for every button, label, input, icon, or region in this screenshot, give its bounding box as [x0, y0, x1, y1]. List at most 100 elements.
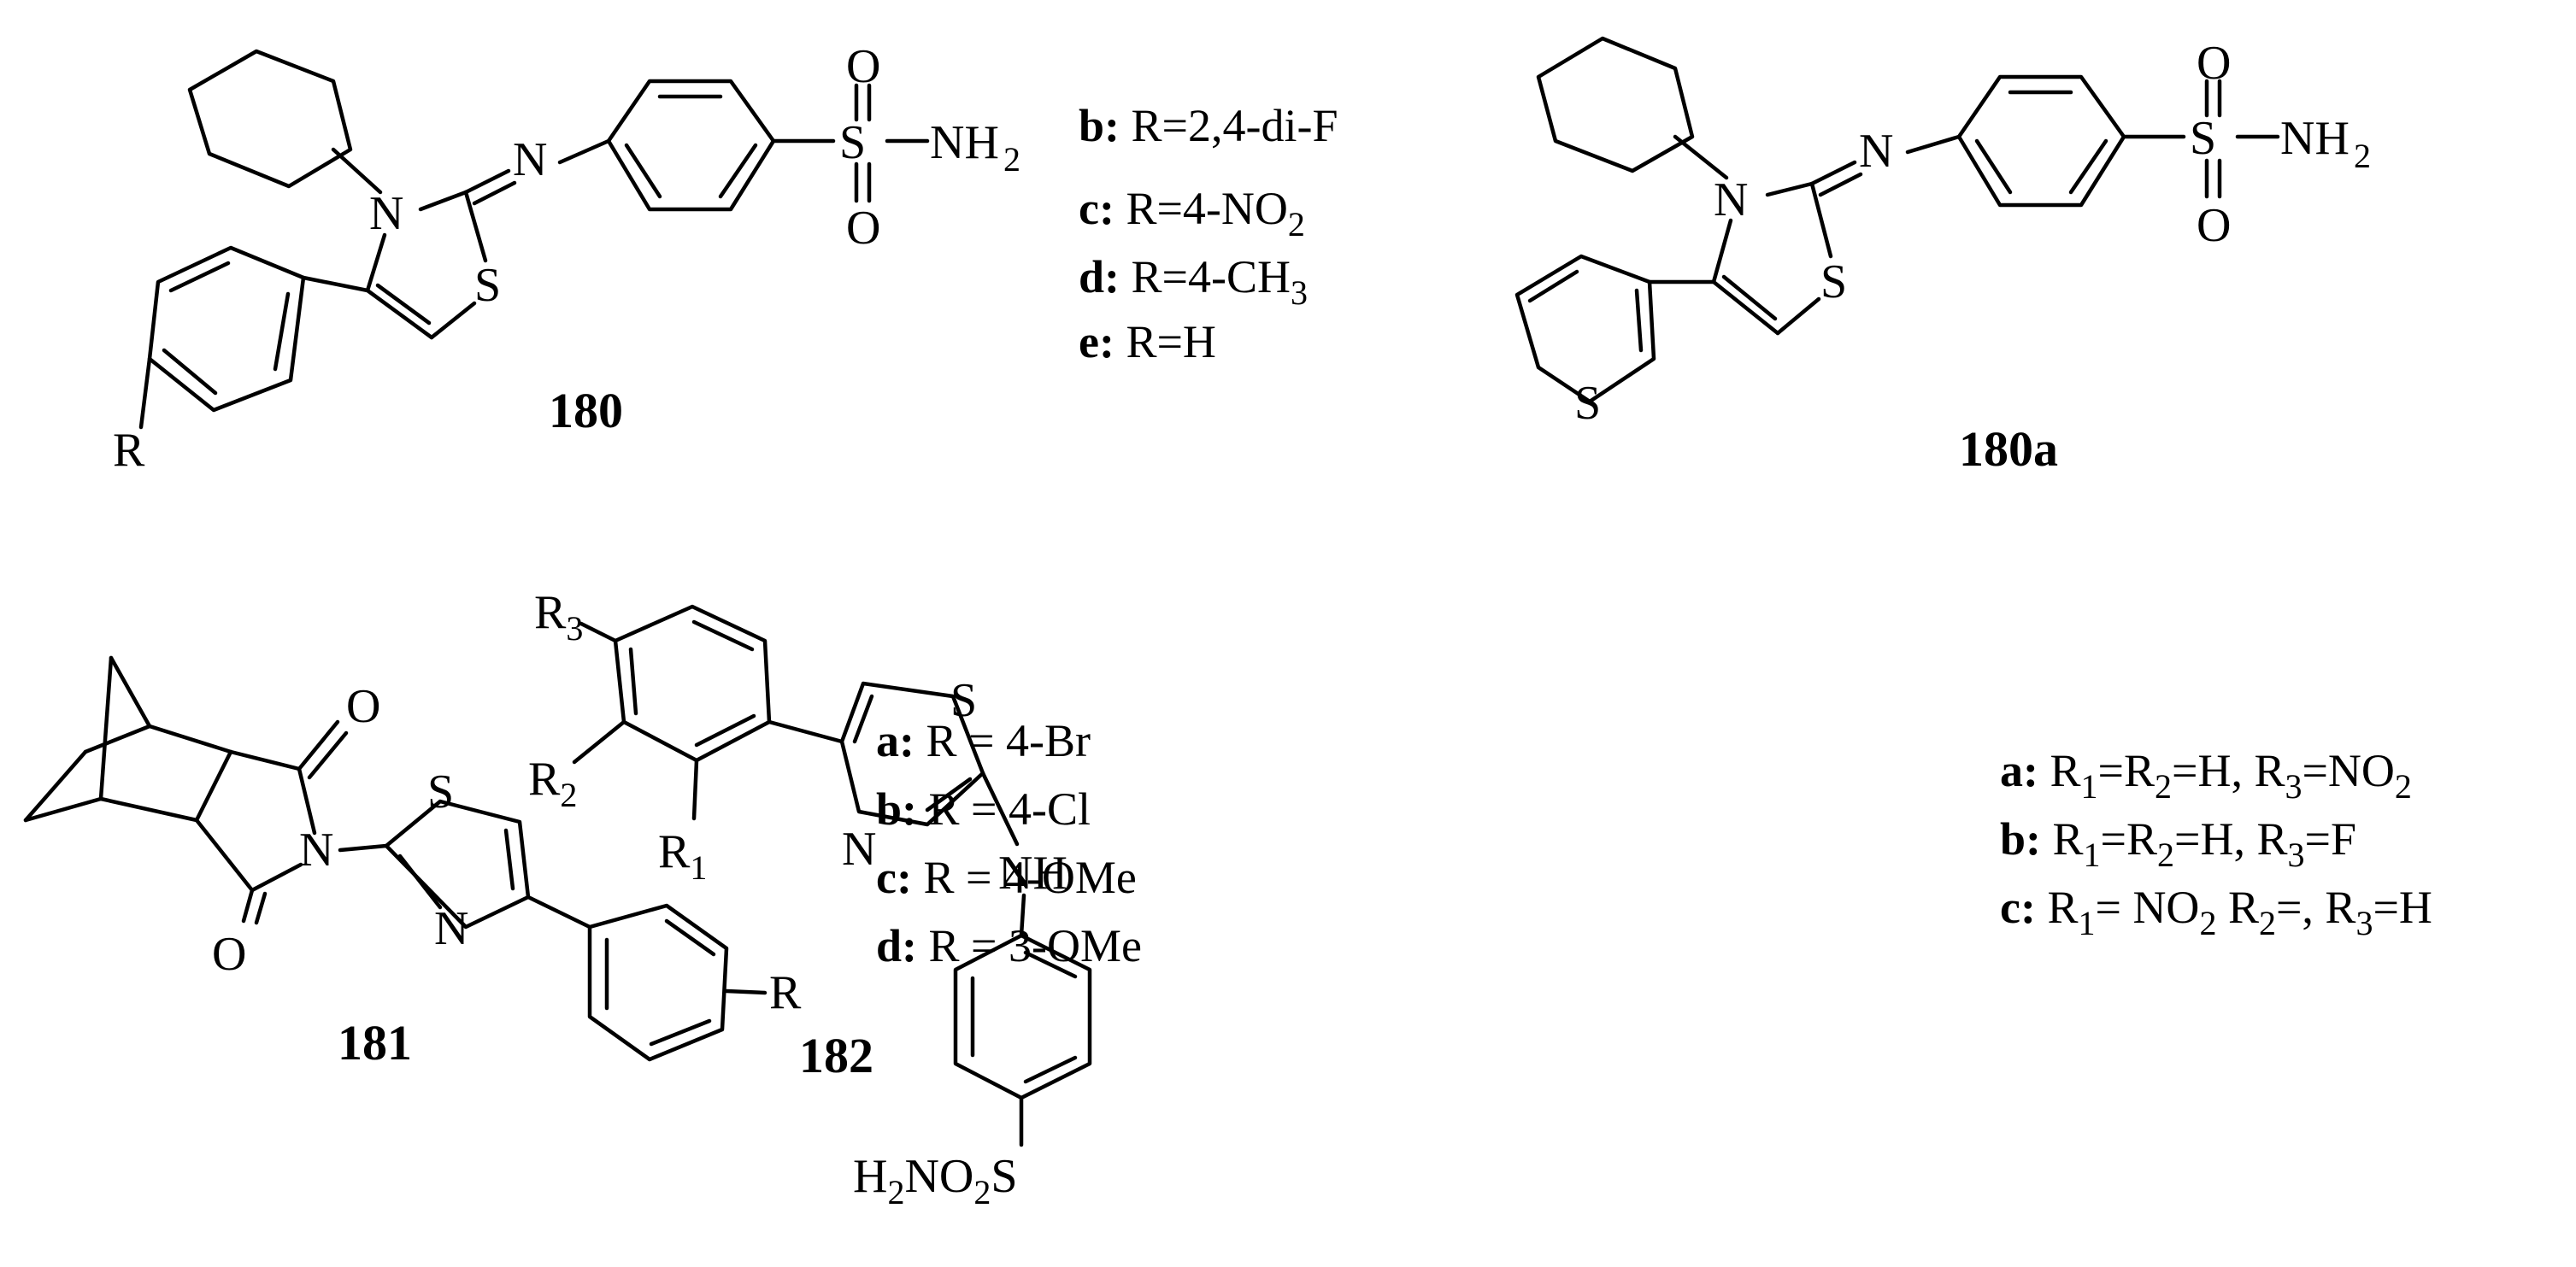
bond-imine-aryl: [557, 138, 611, 165]
bond-co1-o: [297, 719, 340, 771]
bond-nh-aryl: [1019, 893, 1026, 938]
aryl-inner-1: [168, 261, 231, 293]
bond-c4-n: [365, 232, 387, 293]
bond-co1-n: [297, 766, 317, 836]
bond-c2-s: [1809, 181, 1833, 259]
structure-181-atoms: O O N S N R: [212, 680, 802, 1019]
option-d: d: R=4-CH3: [1079, 251, 1308, 312]
bond-c-co1: [228, 749, 302, 771]
bond-co2-o-double: [254, 891, 268, 925]
bond-bridge-b: [98, 655, 114, 801]
bond-cyclohexyl-n: [1673, 134, 1729, 180]
atom-label: S: [427, 765, 454, 818]
structure-180a-bonds: [1514, 36, 2280, 404]
structure-180-bonds: [138, 49, 930, 430]
bond-co2-o: [241, 888, 255, 924]
structure-180: N N S S O O NH 2 R 180 b: R=2,4-di-F c: …: [113, 40, 1338, 477]
atom-label: NH: [998, 847, 1067, 900]
option-d: d: R = 3-OMe: [876, 920, 1142, 971]
bond-s-c5: [429, 301, 477, 340]
bond-bh1-c: [147, 724, 233, 754]
atom-label: NH: [930, 116, 999, 169]
benzene-ring: [1956, 74, 2126, 208]
aryl-ring: [613, 604, 772, 763]
compound-number-181: 181: [338, 1015, 412, 1070]
bond-n-thiazole: [338, 843, 389, 853]
cyclohexyl-ring: [187, 49, 353, 189]
aryl-ring: [587, 903, 729, 1062]
bond-thiazole-nh: [980, 771, 1020, 847]
atom-label: R1: [658, 825, 707, 887]
option-b: b: R=2,4-di-F: [1079, 100, 1338, 151]
thiazole-inner-1: [852, 694, 874, 744]
structure-181-options: a: R = 4-Br b: R = 4-Cl c: R = 4-OMe d: …: [876, 715, 1142, 971]
bond-co1-o-double: [307, 730, 349, 780]
atom-label: N: [299, 824, 333, 877]
atom-label: O: [846, 40, 880, 93]
atom-label: R: [113, 424, 145, 477]
atom-label: S: [1820, 255, 1847, 308]
atom-label: N: [513, 133, 547, 186]
bond-fusion: [194, 749, 233, 823]
option-e: e: R=H: [1079, 316, 1216, 367]
bond-c2-imine-double: [472, 180, 517, 206]
thiazole-inner-1: [397, 853, 443, 910]
atom-label: N: [1859, 125, 1893, 178]
atom-label: O: [2197, 199, 2231, 252]
thiophene-ring: [1514, 254, 1656, 404]
aryl-inner-2: [664, 918, 716, 957]
bond-ethano-2: [23, 796, 103, 823]
structure-182: R3 R2 R1 S N NH H2NO2S 182 a: R1=R2=H, R…: [528, 586, 2432, 1211]
bond-c4-aryl: [301, 275, 370, 293]
atom-label: O: [212, 928, 246, 981]
bond-a-b: [83, 724, 152, 754]
benzene-ring: [606, 79, 776, 212]
benzene-inner-3: [1974, 138, 2013, 195]
atom-label: S: [474, 259, 501, 312]
atom-label: N: [434, 902, 468, 955]
structure-182-atoms: R3 R2 R1 S N NH H2NO2S: [528, 586, 1067, 1211]
compound-number-180: 180: [549, 383, 623, 438]
thiophene-inner-2: [1634, 288, 1644, 353]
bond-imine-aryl: [1905, 134, 1961, 155]
compound-number-180a: 180a: [1959, 421, 2058, 477]
aryl-inner-3: [694, 713, 756, 748]
option-c: c: R = 4-OMe: [876, 852, 1137, 903]
atom-label: R2: [528, 753, 577, 814]
bond-ethano-1: [23, 749, 88, 823]
option-c: c: R=4-NO2: [1079, 183, 1305, 243]
bond-n-c2: [1765, 181, 1814, 197]
atom-label: N: [1714, 173, 1748, 226]
bond-c5-c4: [365, 288, 434, 340]
bond-c2-imine-double: [1818, 172, 1863, 197]
atom-label: N: [369, 187, 403, 240]
thiazole-inner-2: [503, 828, 515, 891]
bond-aryl-thiazole: [767, 719, 844, 744]
bond-aryl-r: [724, 988, 768, 995]
bond-aryl-r1: [691, 758, 699, 821]
bond-s-c5: [1775, 296, 1821, 336]
option-b: b: R = 4-Cl: [876, 783, 1091, 835]
aryl-inner-3: [649, 1018, 712, 1047]
bond-aryl-r2: [572, 719, 626, 765]
option-c: c: R1= NO2 R2=, R3=H: [2000, 882, 2432, 942]
atom-label: O: [2197, 37, 2231, 90]
phenyl-inner-3: [1023, 1055, 1078, 1084]
atom-label: S: [839, 116, 866, 169]
atom-label: H2NO2S: [853, 1150, 1018, 1211]
option-a: a: R1=R2=H, R3=NO2: [2000, 745, 2412, 806]
structure-180a-atoms: N N S S O O NH 2 S: [1574, 37, 2371, 430]
atom-label: S: [1574, 377, 1601, 430]
phenyl-inner-2: [1023, 950, 1078, 979]
atom-label: N: [842, 823, 876, 876]
structure-182-bonds: [572, 604, 1092, 1147]
structure-181: O O N S N R 181 a: R = 4-Br b: R = 4-Cl …: [23, 655, 1142, 1070]
atom-label-subscript: 2: [2354, 137, 2371, 175]
aryl-inner-3: [273, 291, 291, 372]
bond-c5-c4: [1711, 279, 1780, 336]
structure-182-options: a: R1=R2=H, R3=NO2 b: R1=R2=H, R3=F c: R…: [2000, 745, 2432, 942]
bond-aryl-r3: [579, 621, 618, 643]
atom-label: O: [346, 680, 380, 733]
benzene-inner-2: [2068, 138, 2108, 195]
